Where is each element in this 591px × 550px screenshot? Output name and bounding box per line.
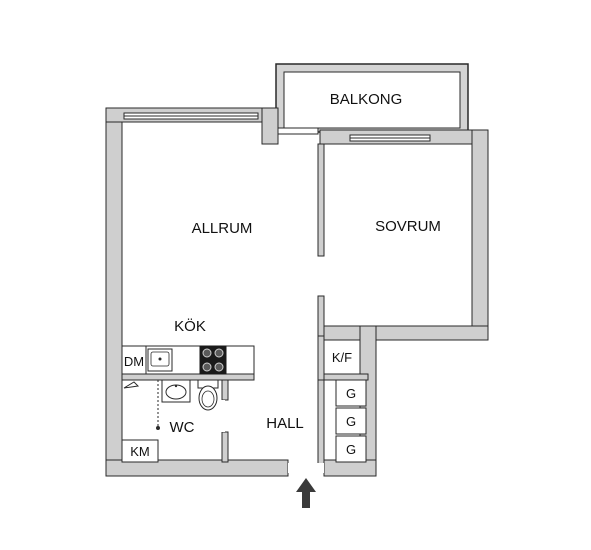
window-sovrum: [349, 134, 431, 145]
km-box: [121, 439, 159, 463]
toilet-icon: [197, 379, 219, 411]
kitchen-counter: [121, 345, 255, 375]
room-label-balkong: BALKONG: [330, 91, 403, 108]
balcony-door: [277, 127, 319, 135]
stove-icon: [199, 345, 227, 375]
room-label-allrum: ALLRUM: [192, 220, 253, 237]
interior-walls: [121, 143, 369, 465]
fixture-label-g1: G: [346, 386, 356, 401]
fixture-label-dm: DM: [124, 354, 144, 369]
balcony: [275, 63, 469, 133]
room-label-sovrum: SOVRUM: [375, 218, 441, 235]
door-swings: [219, 400, 324, 473]
closet-kf: [323, 339, 361, 375]
window-allrum: [123, 112, 259, 123]
closet-g1: [335, 379, 367, 407]
fixture-label-km: KM: [130, 444, 150, 459]
fixture-label-kf: K/F: [332, 350, 352, 365]
fixture-label-g2: G: [346, 414, 356, 429]
room-label-kok: KÖK: [174, 317, 206, 335]
closet-g3: [335, 435, 367, 463]
sink-icon: [147, 348, 173, 372]
fixture-label-g3: G: [346, 442, 356, 457]
arrow-up-icon: [296, 478, 316, 508]
closet-g2: [335, 407, 367, 435]
room-label-wc: WC: [170, 419, 195, 436]
shower-icon: [123, 380, 160, 430]
exterior-walls: [105, 107, 489, 477]
room-label-hall: HALL: [266, 415, 304, 432]
washbasin-icon: [161, 379, 191, 403]
